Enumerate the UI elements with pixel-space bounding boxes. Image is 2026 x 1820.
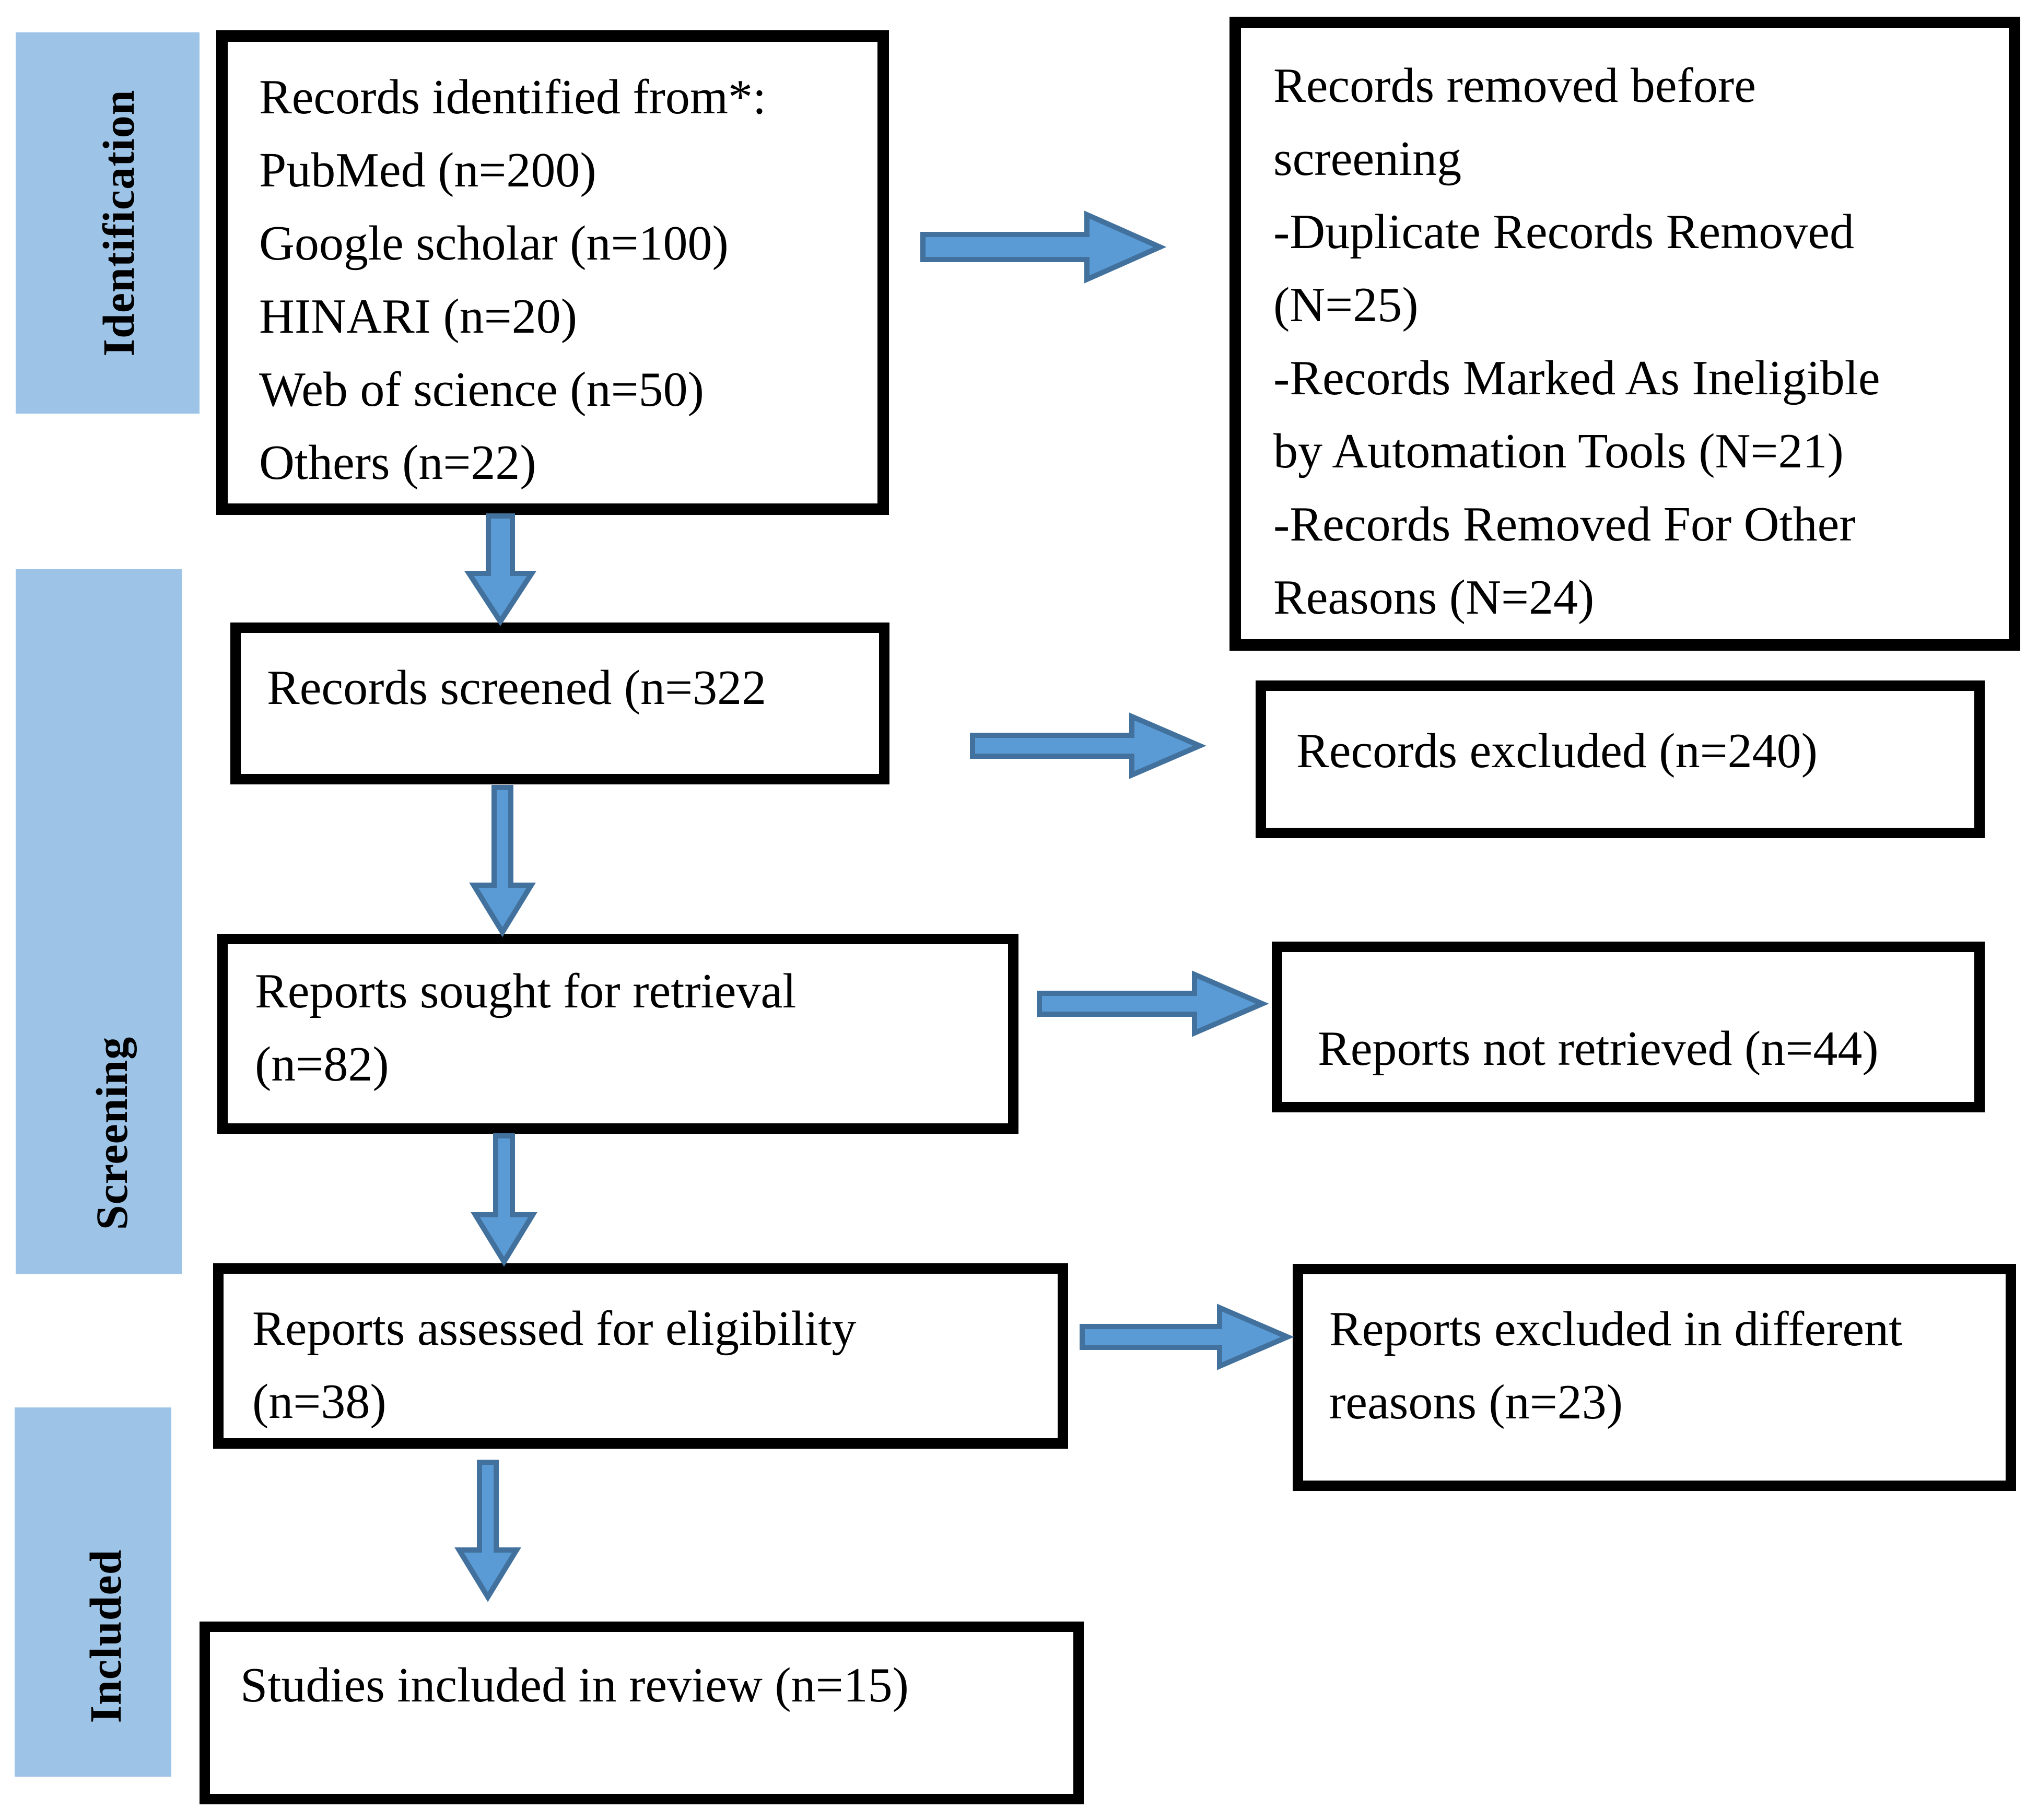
box-studies-included-text: Studies included in review (n=15) bbox=[240, 1658, 909, 1712]
arrow-sought-to-assessed-icon bbox=[471, 1133, 537, 1267]
box-records-excluded: Records excluded (n=240) bbox=[1256, 680, 1985, 838]
stage-band-identification: Identification bbox=[16, 32, 200, 414]
box-reports-sought-text: Reports sought for retrieval (n=82) bbox=[255, 964, 797, 1091]
box-records-removed-text: Records removed before screening -Duplic… bbox=[1273, 58, 1880, 625]
box-records-identified-text: Records identified from*: PubMed (n=200)… bbox=[259, 70, 767, 490]
arrow-sought-to-not-retrieved-icon bbox=[1037, 970, 1269, 1037]
stage-label-identification: Identification bbox=[93, 89, 144, 357]
stage-label-included: Included bbox=[80, 1549, 131, 1723]
box-reports-sought: Reports sought for retrieval (n=82) bbox=[217, 934, 1018, 1134]
box-reports-not-retrieved: Reports not retrieved (n=44) bbox=[1272, 942, 1985, 1112]
stage-band-screening: Screening bbox=[16, 569, 182, 1274]
arrow-assessed-to-included-review-icon bbox=[454, 1460, 521, 1602]
arrow-identified-to-screened-icon bbox=[464, 513, 537, 627]
stage-label-screening: Screening bbox=[87, 1036, 137, 1230]
box-reports-assessed: Reports assessed for eligibility (n=38) bbox=[213, 1263, 1068, 1449]
box-records-identified: Records identified from*: PubMed (n=200)… bbox=[216, 30, 889, 515]
box-records-excluded-text: Records excluded (n=240) bbox=[1296, 724, 1818, 778]
box-studies-included: Studies included in review (n=15) bbox=[200, 1622, 1084, 1804]
arrow-screened-to-sought-icon bbox=[469, 785, 536, 937]
box-reports-excluded-reasons: Reports excluded in different reasons (n… bbox=[1293, 1264, 2016, 1491]
box-reports-not-retrieved-text: Reports not retrieved (n=44) bbox=[1318, 1021, 1879, 1076]
box-reports-excluded-reasons-text: Reports excluded in different reasons (n… bbox=[1329, 1302, 1903, 1429]
arrow-identified-to-removed-icon bbox=[920, 210, 1167, 284]
stage-band-included: Included bbox=[15, 1407, 171, 1777]
arrow-assessed-to-excluded-reasons-icon bbox=[1080, 1304, 1294, 1370]
box-records-screened-text: Records screened (n=322 bbox=[267, 661, 767, 715]
box-records-screened: Records screened (n=322 bbox=[230, 623, 889, 784]
arrow-screened-to-excluded-icon bbox=[970, 712, 1207, 779]
box-records-removed-before-screening: Records removed before screening -Duplic… bbox=[1229, 17, 2020, 651]
box-reports-assessed-text: Reports assessed for eligibility (n=38) bbox=[252, 1301, 857, 1429]
